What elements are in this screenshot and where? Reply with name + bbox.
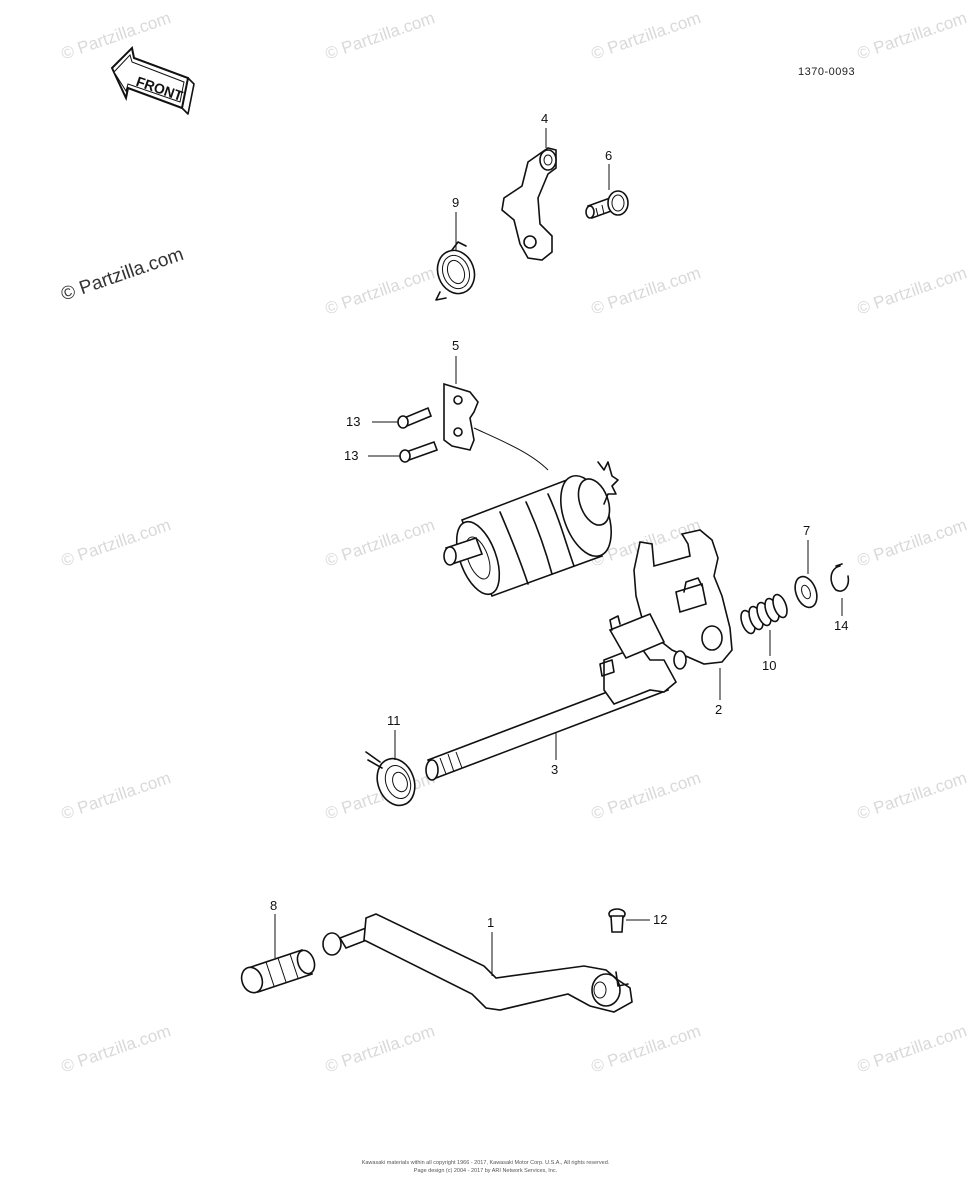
part-6-bolt <box>585 190 629 220</box>
callout-12: 12 <box>653 912 668 927</box>
part-10-spring <box>740 593 788 635</box>
part-13-screw-lower <box>399 440 439 463</box>
callout-1: 1 <box>487 915 495 930</box>
diagram-code: 1370-0093 <box>798 66 856 78</box>
part-9-torsion-spring <box>435 241 476 301</box>
part-7-washer <box>794 575 818 609</box>
callout-9: 9 <box>452 195 460 210</box>
part-8-pedal-rubber <box>240 949 316 994</box>
callout-10: 10 <box>762 658 777 673</box>
callout-3: 3 <box>551 762 559 777</box>
callout-11: 11 <box>387 713 401 728</box>
part-13-screw-upper <box>397 406 433 429</box>
footer-page-design: Page design (c) 2004 - 2017 by ARI Netwo… <box>413 1168 558 1174</box>
callout-4: 4 <box>541 111 549 126</box>
callout-5: 5 <box>452 338 460 353</box>
callout-13-upper: 13 <box>346 414 361 429</box>
shift-drum <box>443 461 619 598</box>
part-5-plate <box>443 382 479 451</box>
footer-copyright: Kawasaki materials within all copyright … <box>361 1160 610 1166</box>
callout-14: 14 <box>834 618 849 633</box>
part-11-return-spring <box>365 751 416 807</box>
callout-7: 7 <box>803 523 811 538</box>
part-14-circlip <box>830 563 850 592</box>
callout-8: 8 <box>270 898 278 913</box>
callout-13-lower: 13 <box>344 448 359 463</box>
leader-lines <box>274 128 843 976</box>
part-12-bolt <box>608 908 626 933</box>
callout-2: 2 <box>715 702 723 717</box>
part-3-shift-shaft <box>425 612 687 781</box>
callout-6: 6 <box>605 148 613 163</box>
part-1-shift-pedal <box>322 913 633 1013</box>
part-4-shift-arm <box>501 147 557 261</box>
front-arrow-icon: FRONT <box>110 45 195 115</box>
